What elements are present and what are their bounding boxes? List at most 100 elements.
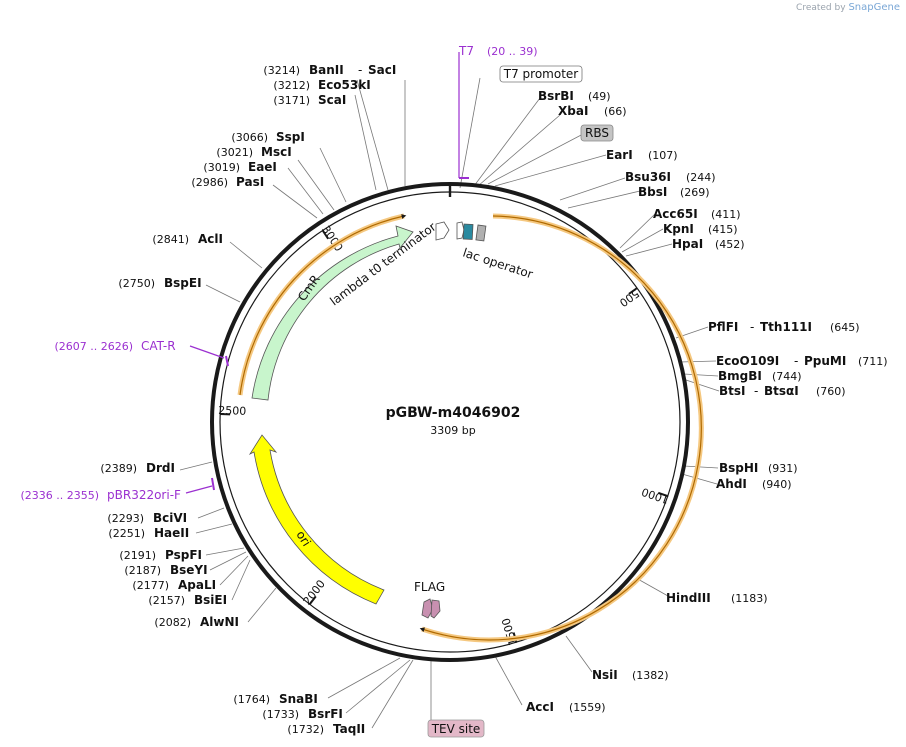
- site-name[interactable]: EarI: [606, 148, 633, 162]
- site-name-2[interactable]: Tth111I: [760, 320, 812, 334]
- site-name[interactable]: DrdI: [146, 461, 175, 475]
- site-name[interactable]: Eco53kI: [318, 78, 371, 92]
- site-name[interactable]: ApaLI: [178, 578, 216, 592]
- t7-promoter-feature[interactable]: [456, 221, 465, 240]
- site-name[interactable]: BsrFI: [308, 707, 343, 721]
- site-name[interactable]: ScaI: [318, 93, 346, 107]
- primer-t7-name: T7: [458, 44, 474, 58]
- site-name[interactable]: MscI: [261, 145, 292, 159]
- site-name-2[interactable]: SacI: [368, 63, 396, 77]
- site-name[interactable]: AclI: [198, 232, 223, 246]
- backbone-inner: [219, 191, 681, 653]
- site-name[interactable]: BseYI: [170, 563, 208, 577]
- site-pos: (744): [772, 370, 802, 383]
- site-name-2[interactable]: PpuMI: [804, 354, 846, 368]
- site-name[interactable]: HaeII: [154, 526, 189, 540]
- orf-arcs: [237, 213, 704, 643]
- site-separator: -: [794, 354, 798, 368]
- site-pos: (2251): [108, 527, 145, 540]
- tick-mark-500: [628, 287, 638, 295]
- site-name[interactable]: PflFI: [708, 320, 738, 334]
- ori-feature[interactable]: [248, 434, 385, 605]
- site-name[interactable]: XbaI: [558, 104, 588, 118]
- site-name[interactable]: HindIII: [666, 591, 711, 605]
- site-pos: (931): [768, 462, 798, 475]
- site-pos: (2986): [191, 176, 228, 189]
- site-name[interactable]: Acc65I: [653, 207, 698, 221]
- cat-r-primer-line: [189, 345, 225, 359]
- site-name[interactable]: SspI: [276, 130, 305, 144]
- site-pos: (3212): [273, 79, 310, 92]
- site-name[interactable]: BspEI: [164, 276, 202, 290]
- rbs-feature[interactable]: [475, 224, 487, 242]
- site-pos: (3021): [216, 146, 253, 159]
- tev-site-callout-label: TEV site: [431, 722, 481, 736]
- site-name[interactable]: BmgBI: [718, 369, 762, 383]
- site-name[interactable]: BanII: [309, 63, 344, 77]
- site-pos: (1382): [632, 669, 669, 682]
- primer-pbr322ori-f-name: pBR322ori-F: [107, 488, 181, 502]
- primer-cat-r-name: CAT-R: [141, 339, 176, 353]
- tick-mark-3000: [321, 229, 330, 240]
- primer-pbr322ori-f-range: (2336 .. 2355): [20, 489, 99, 502]
- plasmid-name: pGBW-m4046902: [385, 405, 521, 421]
- rbs-callout-box[interactable]: [580, 124, 614, 142]
- site-pos: (711): [858, 355, 888, 368]
- site-name[interactable]: AhdI: [716, 477, 747, 491]
- site-pos: (452): [715, 238, 745, 251]
- site-name[interactable]: PspFI: [165, 548, 202, 562]
- site-name[interactable]: PasI: [236, 175, 264, 189]
- site-name[interactable]: BciVI: [153, 511, 187, 525]
- site-pos: (2187): [124, 564, 161, 577]
- site-name[interactable]: AccI: [526, 700, 554, 714]
- tick-label-2000: 2000: [301, 578, 328, 608]
- flag-feature-b[interactable]: [430, 599, 441, 619]
- site-name[interactable]: BbsI: [638, 185, 667, 199]
- site-name[interactable]: EaeI: [248, 160, 277, 174]
- lac-operator-label: lac operator: [461, 246, 535, 282]
- t7-promoter-callout-label: T7 promoter: [503, 67, 579, 81]
- site-pos: (411): [711, 208, 741, 221]
- site-pos: (1732): [287, 723, 324, 736]
- site-name[interactable]: HpaI: [672, 237, 703, 251]
- site-pos: (244): [686, 171, 716, 184]
- site-separator: -: [358, 63, 362, 77]
- cmr-feature[interactable]: [251, 225, 414, 401]
- site-name[interactable]: TaqII: [333, 722, 365, 736]
- tick-label-1000: 1000: [640, 485, 671, 506]
- flag-feature-a[interactable]: [421, 598, 434, 619]
- site-pos: (1559): [569, 701, 606, 714]
- site-pos: (760): [816, 385, 846, 398]
- tick-mark-2000: [308, 595, 317, 605]
- site-pos: (1183): [731, 592, 768, 605]
- flag-label: FLAG: [414, 580, 445, 594]
- orf-cmr-arc: [239, 214, 407, 396]
- lac-operator-feature[interactable]: [462, 223, 474, 240]
- site-name-2[interactable]: BtsαI: [764, 384, 799, 398]
- primer-t7-range: (20 .. 39): [487, 45, 538, 58]
- site-name[interactable]: BsiEI: [194, 593, 227, 607]
- site-pos: (2157): [148, 594, 185, 607]
- site-separator: -: [750, 320, 754, 334]
- site-name[interactable]: SnaBI: [279, 692, 318, 706]
- pbr322ori-f-primer-mark: [211, 477, 215, 491]
- site-name[interactable]: Bsu36I: [625, 170, 671, 184]
- site-pos: (940): [762, 478, 792, 491]
- site-name[interactable]: KpnI: [663, 222, 694, 236]
- lambda-t0-terminator-feature[interactable]: [435, 221, 450, 241]
- site-name[interactable]: BspHI: [719, 461, 758, 475]
- site-pos: (415): [708, 223, 738, 236]
- site-pos: (2389): [100, 462, 137, 475]
- site-name[interactable]: BsrBI: [538, 89, 574, 103]
- site-name[interactable]: BtsI: [719, 384, 746, 398]
- site-pos: (1764): [233, 693, 270, 706]
- site-name[interactable]: NsiI: [592, 668, 618, 682]
- site-pos: (3214): [263, 64, 300, 77]
- primer-sites: [185, 52, 469, 494]
- tev-site-callout-box[interactable]: [427, 719, 485, 738]
- site-pos: (2750): [118, 277, 155, 290]
- site-name[interactable]: AlwNI: [200, 615, 239, 629]
- site-name[interactable]: EcoO109I: [716, 354, 779, 368]
- t7-promoter-callout-box[interactable]: [499, 65, 583, 83]
- site-pos: (645): [830, 321, 860, 334]
